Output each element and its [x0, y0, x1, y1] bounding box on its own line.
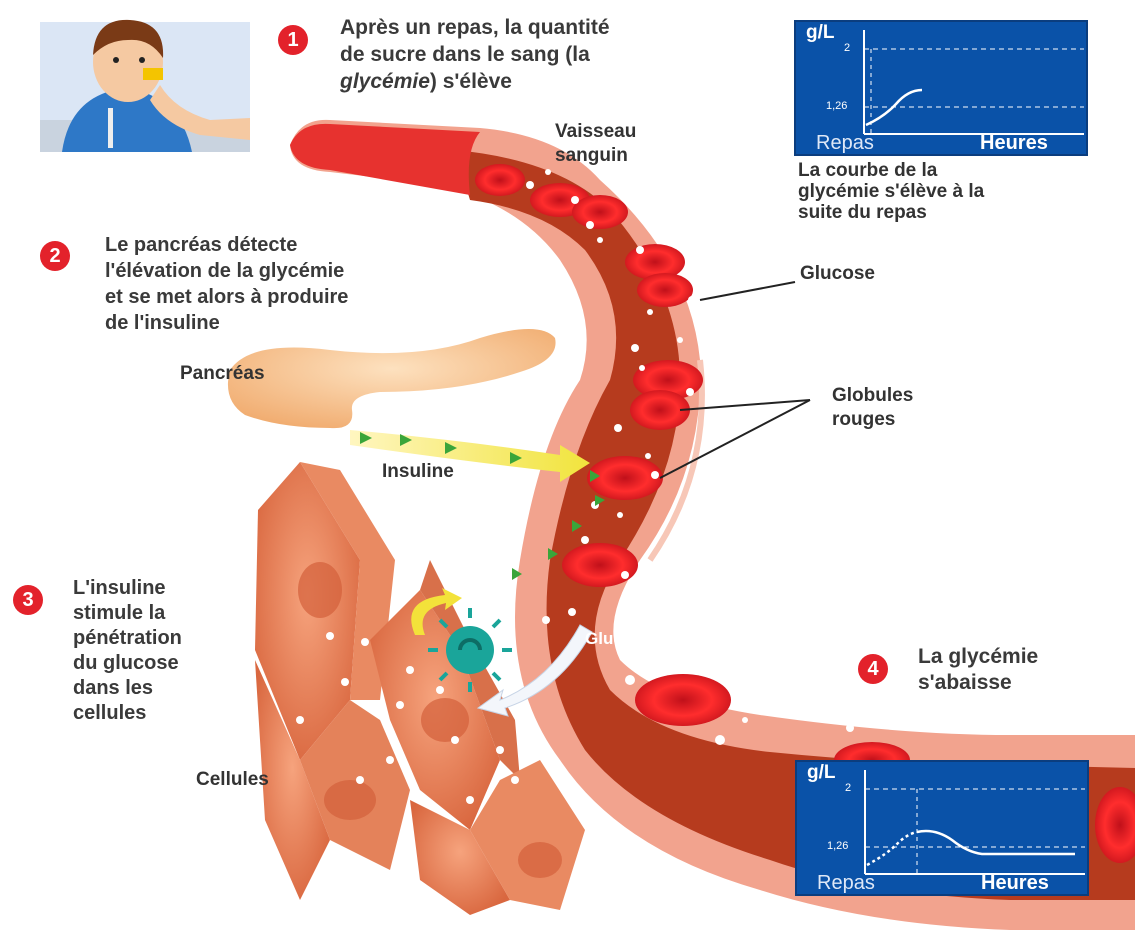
step-3-text: L'insuline stimule la pénétration du glu… [73, 576, 182, 726]
step-1-line-1: Après un repas, la quantité [340, 14, 610, 41]
step-1-emphasis: glycémie [340, 70, 430, 93]
graph-top-caption-line-1: La courbe de la [798, 160, 984, 181]
step-3-badge: 3 [13, 585, 43, 615]
vessel-label-line-1: Vaisseau [555, 120, 636, 144]
insulin-label: Insuline [382, 460, 454, 484]
step-3-line-4: du glucose [73, 651, 182, 676]
graph-top-tick-low: 1,26 [826, 100, 847, 112]
step-2-badge: 2 [40, 241, 70, 271]
graph-bottom-tick-high: 2 [845, 782, 851, 794]
cells-label: Cellules [196, 768, 269, 792]
red-cells-label: Globules rouges [832, 384, 913, 432]
step-1-text: Après un repas, la quantité de sucre dan… [340, 14, 610, 95]
glucose-label-bottom: Glucose [585, 627, 652, 651]
graph-bottom-rise-curve [867, 832, 917, 865]
red-cells-label-line-2: rouges [832, 408, 913, 432]
graph-bottom-tick-low: 1,26 [827, 840, 848, 852]
glucose-label-top: Glucose [800, 262, 875, 286]
step-3-line-1: L'insuline [73, 576, 182, 601]
graph-bottom: g/L 2 1,26 Repas Heures [795, 760, 1089, 896]
step-1-line-3-rest: ) s'élève [430, 70, 512, 93]
graph-top-y-unit: g/L [806, 22, 835, 44]
step-3-line-5: dans les [73, 676, 182, 701]
pancreas [228, 329, 556, 428]
graph-bottom-x-start: Repas [817, 872, 875, 895]
graph-bottom-fall-curve [917, 831, 1075, 854]
red-cells-label-line-1: Globules [832, 384, 913, 408]
step-4-badge: 4 [858, 654, 888, 684]
graph-top-caption-line-3: suite du repas [798, 202, 984, 223]
graph-top: g/L 2 1,26 Repas Heures [794, 20, 1088, 156]
person-eating-icon [40, 20, 250, 152]
step-2-line-3: et se met alors à produire [105, 284, 348, 310]
graph-top-caption: La courbe de la glycémie s'élève à la su… [798, 160, 984, 223]
vessel-label: Vaisseau sanguin [555, 120, 636, 168]
graph-top-x-end: Heures [980, 132, 1048, 155]
step-3-line-2: stimule la [73, 601, 182, 626]
step-4-line-1: La glycémie [918, 644, 1038, 670]
graph-top-x-start: Repas [816, 132, 874, 155]
step-3-line-3: pénétration [73, 626, 182, 651]
step-2-line-2: l'élévation de la glycémie [105, 258, 348, 284]
graph-top-tick-high: 2 [844, 42, 850, 54]
vessel-label-line-2: sanguin [555, 144, 636, 168]
graph-bottom-x-end: Heures [981, 872, 1049, 895]
step-3-line-6: cellules [73, 701, 182, 726]
step-2-line-1: Le pancréas détecte [105, 232, 348, 258]
step-2-line-4: de l'insuline [105, 310, 348, 336]
pancreas-label: Pancréas [180, 362, 265, 386]
step-1-line-2: de sucre dans le sang (la [340, 41, 610, 68]
step-4-text: La glycémie s'abaisse [918, 644, 1038, 696]
step-1-badge: 1 [278, 25, 308, 55]
graph-top-caption-line-2: glycémie s'élève à la [798, 181, 984, 202]
step-2-text: Le pancréas détecte l'élévation de la gl… [105, 232, 348, 336]
step-1-line-3: glycémie) s'élève [340, 68, 610, 95]
step-4-line-2: s'abaisse [918, 670, 1038, 696]
graph-bottom-y-unit: g/L [807, 762, 836, 784]
